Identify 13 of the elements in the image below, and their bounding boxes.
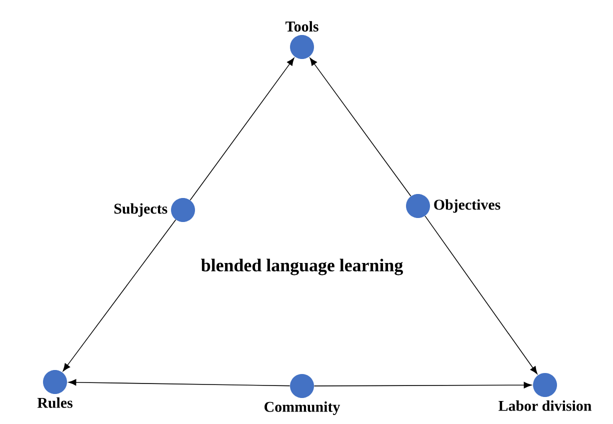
node-label: Tools bbox=[285, 21, 318, 32]
node-label: Labor division bbox=[498, 400, 592, 411]
node-label: Community bbox=[264, 401, 340, 415]
node-label: Rules bbox=[37, 397, 72, 408]
arrow bbox=[310, 58, 412, 197]
node-label: Objectives bbox=[434, 199, 500, 213]
arrow bbox=[190, 58, 294, 201]
arrow bbox=[424, 216, 538, 374]
arrow bbox=[68, 379, 290, 386]
arrow bbox=[62, 219, 176, 372]
center-label: blended language learning bbox=[201, 258, 403, 276]
node-label: Subjects bbox=[114, 203, 168, 217]
arrow bbox=[314, 382, 532, 388]
